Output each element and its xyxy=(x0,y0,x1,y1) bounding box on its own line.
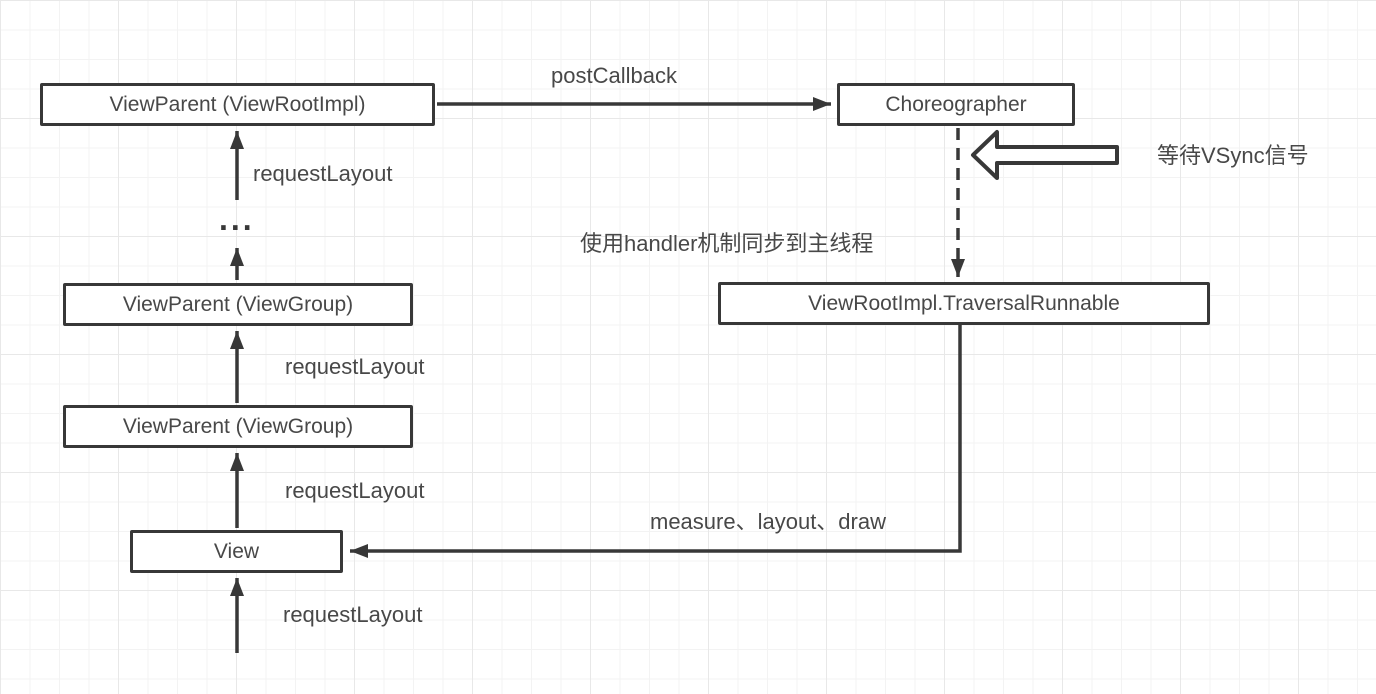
ellipsis-node: ... xyxy=(219,201,255,237)
edge-label-requestlayout-root: requestLayout xyxy=(253,161,393,186)
vsync-block-arrow-icon xyxy=(971,130,1119,180)
edge-label-requestlayout-group-lower: requestLayout xyxy=(285,478,425,503)
edge-label-requestlayout-group-upper: requestLayout xyxy=(285,354,425,379)
edge-label-requestlayout-view: requestLayout xyxy=(283,602,423,627)
node-viewparent-viewrootimpl: ViewParent (ViewRootImpl) xyxy=(40,83,435,126)
node-choreographer: Choreographer xyxy=(837,83,1075,126)
node-view: View xyxy=(130,530,343,573)
edge-measure-layout-draw-arrow xyxy=(350,325,962,558)
edge-label-postcallback: postCallback xyxy=(551,63,677,88)
edge-label-handler-sync: 使用handler机制同步到主线程 xyxy=(580,231,874,256)
node-viewparent-viewgroup-upper: ViewParent (ViewGroup) xyxy=(63,283,413,326)
edge-label-measure-layout-draw: measure、layout、draw xyxy=(650,509,886,534)
edge-label-wait-vsync: 等待VSync信号 xyxy=(1157,143,1309,168)
node-viewparent-viewgroup-lower: ViewParent (ViewGroup) xyxy=(63,405,413,448)
node-viewrootimpl-traversalrunnable: ViewRootImpl.TraversalRunnable xyxy=(718,282,1210,325)
